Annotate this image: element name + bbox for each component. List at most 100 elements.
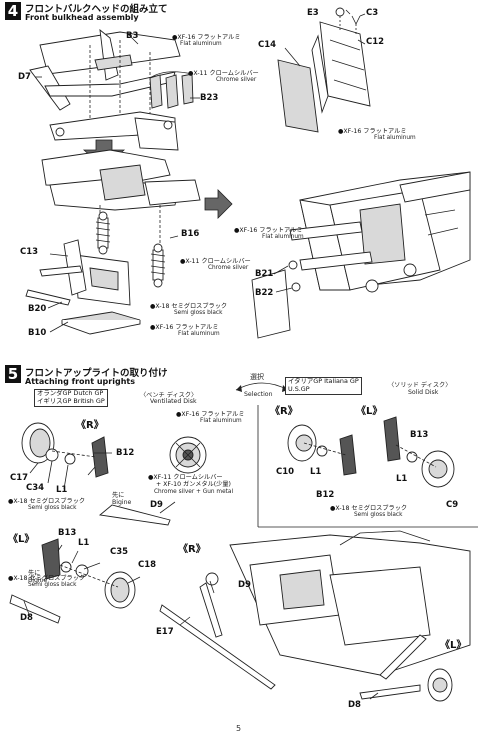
bigine-jp: 先に (28, 570, 41, 577)
solid-disk-left (383, 416, 455, 488)
label-c18: C18 (138, 560, 157, 570)
label-b10: B10 (28, 328, 47, 338)
gp-line-us: U.S.GP (288, 384, 310, 393)
paint-note-xf16-disk: ●XF-16 フラットアルミ Flat aluminum (176, 411, 245, 426)
label-b12-a: B12 (116, 448, 135, 458)
paint-note-en: Semi gloss black (174, 310, 223, 317)
paint-note-jp: ●XF-16 フラットアルミ (234, 227, 303, 234)
bulkhead-plate (25, 239, 131, 306)
paint-note-jp: ●XF-16 フラットアルミ (338, 128, 407, 135)
solid-disk-jp: 〈ソリッド ディスク〉 (388, 382, 452, 389)
paint-note-en: Semi gloss black (354, 512, 403, 519)
paint-note-en: Semi gloss black (28, 582, 77, 589)
paint-note-en: Flat aluminum (178, 331, 220, 338)
paint-note-en: Flat aluminum (200, 418, 242, 425)
paint-note-en: Semi gloss black (28, 505, 77, 512)
label-l1-b: L1 (78, 538, 90, 548)
step4-title-en: Front bulkhead assembly (25, 13, 139, 22)
paint-note-jp-2: + XF-10 ガンメタル(少量) (156, 481, 231, 489)
shock-absorber-left (95, 211, 111, 255)
label-l1-d: L1 (396, 474, 408, 484)
front-suspension-frame-middle (41, 149, 201, 245)
paint-note-en: Flat aluminum (374, 135, 416, 142)
label-b13-a: B13 (58, 528, 77, 538)
step4-title-jp: フロントバルクヘッドの組み立て (25, 4, 168, 15)
paint-note-x18-a: ●X-18 セミグロスブラック Semi gloss black (150, 303, 227, 318)
label-e3: E3 (307, 8, 319, 18)
upright-assembly-drawing (9, 405, 478, 702)
label-c17: C17 (10, 473, 29, 483)
paint-note-jp: ●X-18 セミグロスブラック (8, 575, 86, 582)
marker-r-solid: 《R》 (270, 406, 298, 417)
ventilated-disk-right (21, 422, 171, 526)
ventilated-disk-jp: 〈ベンチ ディスク〉 (140, 392, 198, 399)
paint-note-jp: ●XF-16 フラットアルミ (150, 324, 219, 331)
bigine-note-a: 先に Bigine (112, 490, 131, 506)
bigine-en: Bigine (112, 499, 132, 506)
label-c35: C35 (110, 547, 129, 557)
paint-note-xf16-b: ●XF-16 フラットアルミ Flat aluminum (338, 128, 416, 143)
paint-note-x18-b: ●X-18 セミグロスブラック Semi gloss black (8, 575, 85, 590)
marker-l-ventilated: 《L》 (8, 534, 35, 545)
paint-note-xf11-xf10: ●XF-11 クロームシルバー + XF-10 ガンメタル(少量) Chrome… (148, 474, 233, 496)
paint-note-en: Chrome silver (216, 77, 257, 84)
paint-note-en: Flat aluminum (262, 234, 304, 241)
label-b22: B22 (255, 288, 274, 298)
paint-note-x11-b: ●X-11 クロームシルバー Chrome silver (180, 258, 251, 273)
label-c34: C34 (26, 483, 45, 493)
label-c3: C3 (366, 8, 379, 18)
label-d8-b: D8 (348, 700, 361, 710)
label-d8-a: D8 (20, 613, 33, 623)
paint-note-xf16-d: ●XF-16 フラットアルミ Flat aluminum (150, 324, 220, 339)
gp-box-solid: イタリアGP Italiana GP U.S.GP (285, 377, 362, 395)
gp-line-dutch: オランダGP Dutch GP (37, 389, 104, 397)
solid-disk-en: Solid Disk (408, 389, 439, 396)
paint-note-en: Chrome silver (208, 265, 249, 272)
brake-disk-detail (169, 436, 207, 474)
bigine-jp: 先に (112, 492, 125, 499)
lower-arm-part (49, 111, 179, 151)
paint-note-x18-a: ●X-18 セミグロスブラック Semi gloss black (8, 498, 85, 513)
label-b23: B23 (200, 93, 219, 103)
label-d9-b: D9 (238, 580, 251, 590)
label-c10: C10 (276, 467, 295, 477)
bottom-tray-b10 (61, 311, 141, 335)
paint-note-jp: ●X-18 セミグロスブラック (150, 303, 228, 310)
label-b20: B20 (28, 304, 47, 314)
paint-note-en: Chrome silver + Gun metal (154, 488, 234, 495)
selection-jp: 選択 (250, 373, 264, 381)
paint-note-jp: ●XF-16 フラットアルミ (176, 411, 245, 418)
bigine-note-b: 先に Bigine (28, 568, 47, 584)
label-c12: C12 (366, 37, 385, 47)
right-arrow-icon (204, 189, 233, 219)
label-b12-b: B12 (316, 490, 335, 500)
label-b21: B21 (255, 269, 274, 279)
chassis-with-uprights (159, 530, 471, 702)
step5-title-en: Attaching front uprights (25, 377, 135, 386)
step-number-4: 4 (5, 2, 21, 20)
paint-note-jp: ●X-11 クロームシルバー (180, 258, 251, 265)
paint-note-jp: ●XF-16 フラットアルミ (172, 34, 241, 41)
label-b13-b: B13 (410, 430, 429, 440)
label-c9: C9 (446, 500, 459, 510)
chrome-brackets-b23 (149, 71, 194, 109)
label-d7: D7 (18, 72, 31, 82)
paint-note-xf16-a: ●XF-16 フラットアルミ Flat aluminum (172, 34, 241, 49)
step5-title-jp: フロントアップライトの取り付け (25, 368, 168, 379)
gp-box-ventilated: オランダGP Dutch GP イギリスGP British GP (34, 389, 108, 407)
paint-note-jp: ●X-18 セミグロスブラック (330, 505, 408, 512)
paint-note-x11-a: ●X-11 クロームシルバー Chrome silver (188, 70, 259, 85)
paint-note-x18-c: ●X-18 セミグロスブラック Semi gloss black (330, 505, 407, 520)
bulkhead-assembly-drawing (25, 7, 471, 339)
label-c13: C13 (20, 247, 39, 257)
page-number: 5 (236, 724, 242, 733)
assembled-front-chassis (251, 171, 471, 339)
ventilated-disk-left (9, 538, 136, 624)
label-l1-c: L1 (310, 467, 322, 477)
solid-disk-right (287, 424, 357, 476)
selection-en: Selection (244, 391, 273, 398)
shock-absorber-right (150, 243, 166, 288)
paint-note-jp: ●X-11 クロームシルバー (188, 70, 259, 77)
label-b16: B16 (181, 229, 200, 239)
gp-line-italiana: イタリアGP Italiana GP (288, 377, 359, 385)
